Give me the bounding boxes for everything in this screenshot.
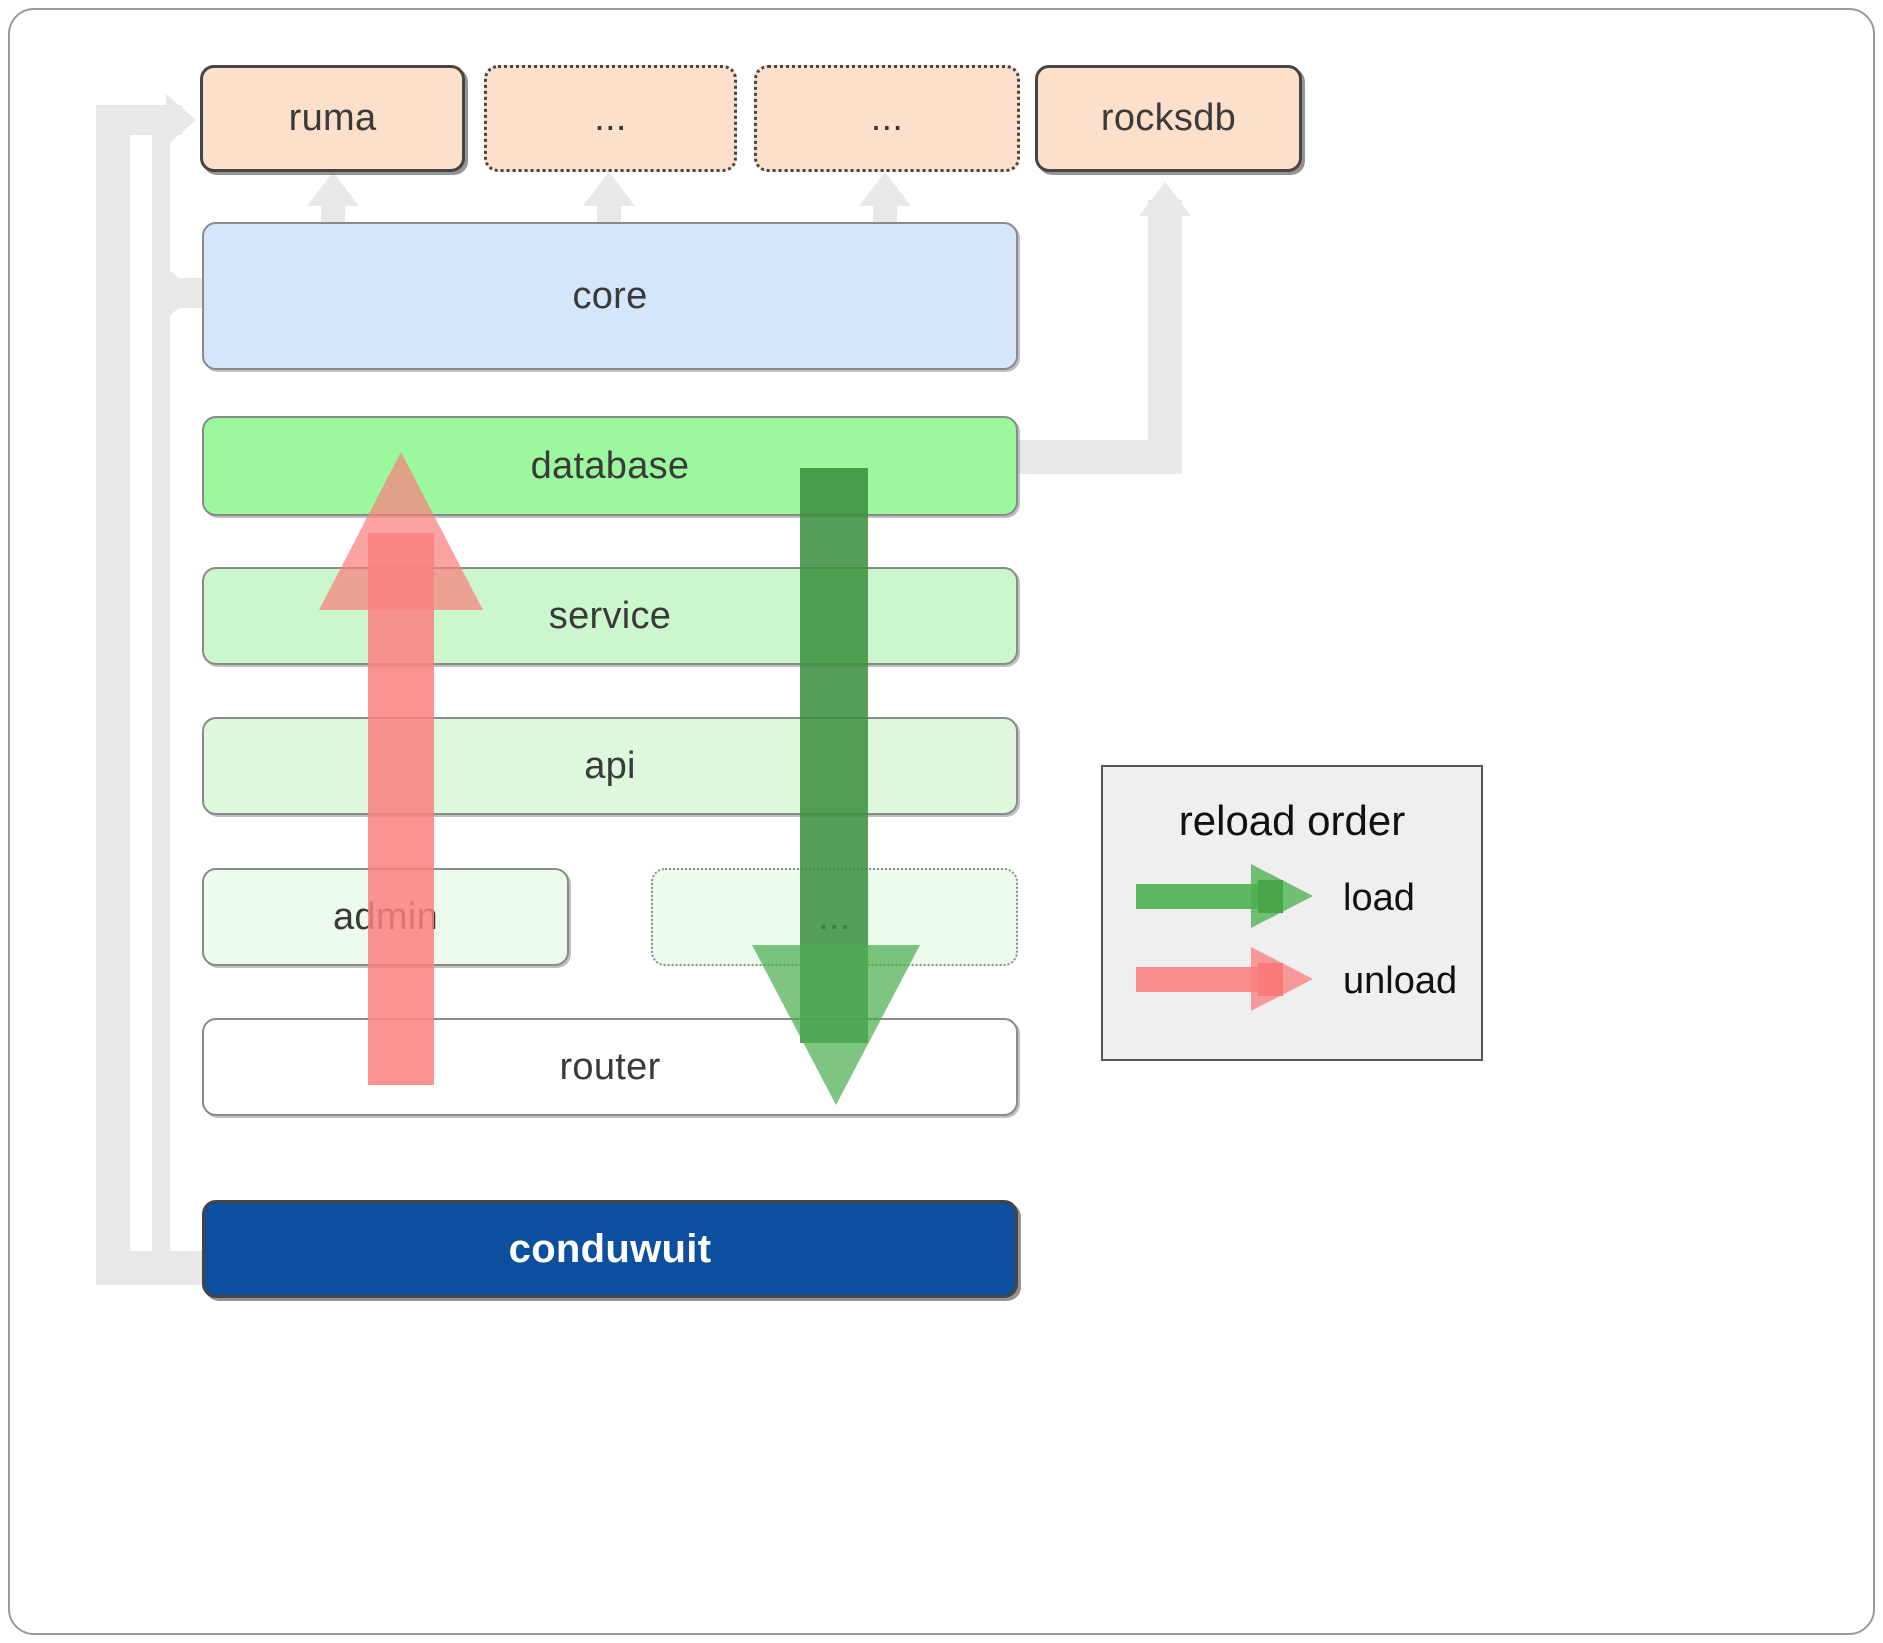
layer-node-core[interactable]: core [202, 222, 1018, 370]
rail-trunk-inner [152, 105, 170, 1265]
rail-arrow-rocksdb [1139, 182, 1191, 216]
arrow-core-to-dots1-head [583, 172, 635, 206]
legend-unload-head [1251, 947, 1313, 1011]
rail-rocksdb-horizontal [1012, 440, 1182, 474]
module-label: ... [870, 97, 904, 139]
flow-load-head [752, 945, 920, 1105]
arrow-core-to-ruma-head [307, 172, 359, 206]
module-node-ruma[interactable]: ruma [200, 65, 465, 172]
module-node-dots-2[interactable]: ... [754, 65, 1020, 172]
layer-label: database [530, 444, 690, 487]
rail-arrow-ruma [166, 94, 196, 146]
module-node-rocksdb[interactable]: rocksdb [1035, 65, 1302, 172]
module-node-dots-1[interactable]: ... [484, 65, 737, 172]
layer-label: core [572, 274, 648, 317]
arrow-core-to-dots2-head [859, 172, 911, 206]
legend-label-load: load [1343, 877, 1415, 919]
rail-rocksdb-vertical [1148, 200, 1182, 462]
root-node-conduwuit[interactable]: conduwuit [202, 1200, 1018, 1298]
module-label: ... [594, 97, 627, 139]
layer-node-api[interactable]: api [202, 717, 1018, 815]
module-label: rocksdb [1100, 97, 1237, 139]
layer-label: api [584, 744, 636, 787]
layer-label: router [559, 1045, 661, 1088]
layer-label: service [548, 594, 672, 637]
legend-title: reload order [1178, 797, 1406, 844]
legend-box: reload order load unload [1101, 765, 1483, 1061]
flow-unload-shaft [368, 533, 434, 1085]
rail-trunk-vertical [96, 105, 130, 1285]
flow-unload-head [319, 452, 483, 610]
rail-arrow-core [166, 267, 196, 319]
root-node-label: conduwuit [508, 1226, 712, 1271]
legend-load-head [1251, 864, 1313, 928]
legend-label-unload: unload [1343, 960, 1458, 1002]
module-label: ruma [288, 97, 377, 139]
